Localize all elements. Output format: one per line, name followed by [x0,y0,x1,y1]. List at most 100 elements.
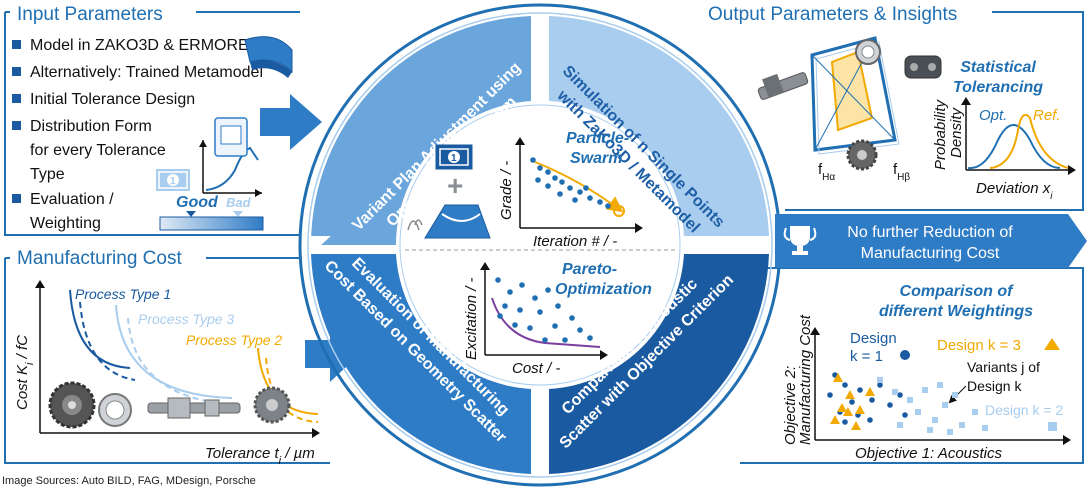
input-panel-title: Input Parameters [17,4,163,25]
process-type-2-label: Process Type 2 [186,332,282,348]
cost-banner: No further Reduction of Manufacturing Co… [775,214,1087,268]
design1-dot [849,399,855,405]
swarm-dot [572,197,578,203]
pareto-dot [555,303,561,309]
prob-label-2: Density [948,106,965,158]
pareto-dot [532,295,538,301]
banner-line2: Manufacturing Cost [861,245,1000,262]
design3-dot [851,421,861,430]
swarm-dot [587,195,593,201]
design1-dot [867,417,873,423]
bullet-icon [12,194,21,203]
good-label: Good [176,194,219,211]
distribution-plot [199,117,262,197]
excitation-axis-label: Excitation / - [463,277,480,360]
banner-line1: No further Reduction of [847,224,1013,241]
design2-dot [942,402,948,408]
process-type-1-label: Process Type 1 [75,286,171,302]
plus-icon: + [447,170,463,201]
design1-dot [827,392,833,398]
pareto-dot [502,303,508,309]
pareto-chart: Excitation / - Cost / - Pareto- Optimiza… [463,261,652,377]
pareto-dot [519,282,525,288]
gear-icon [48,381,96,429]
particle-swarm-title: Particle- [566,130,629,147]
design2-dot [915,409,921,415]
design3-marker [1044,338,1060,350]
weighting-title-1: Comparison of [900,283,1015,300]
housing-icon [904,55,942,79]
svg-text:1: 1 [170,176,176,187]
pareto-dot [587,335,593,341]
design1-dot [877,382,883,388]
stat-tolerancing-title: Statistical [960,59,1036,76]
particle-swarm-title-2: Swarm [570,150,622,167]
list-item: Evaluation / [30,191,114,208]
design2-dot [947,429,953,435]
iteration-axis-label: Iteration # / - [533,233,617,250]
swarm-dot [530,157,536,163]
swarm-dot [535,177,541,183]
pareto-dot [552,323,558,329]
objective1-label: Objective 1: Acoustics [855,445,1003,462]
model-thumbnail-icon [244,36,293,78]
swarm-dot [545,169,551,175]
output-panel-title: Output Parameters & Insights [708,4,957,25]
design3-label: Design k = 3 [937,337,1021,354]
design3-dot [845,390,855,399]
pareto-dot [507,289,513,295]
design2-dot [982,425,988,431]
design3-dot [837,403,847,412]
arrow-input-to-ring [260,94,322,150]
bearing-icon [98,393,132,427]
design2-dot [932,417,938,423]
design1-dot [857,387,863,393]
objective2-label-2: Manufacturing Cost [797,314,814,445]
swarm-dot [597,199,603,205]
swarm-dot [545,183,551,189]
bad-label: Bad [226,195,252,210]
trophy-icon [783,226,817,255]
design1-dot [887,402,893,408]
particle-swarm-chart: Grade / - Iteration # / - Particle- Swar… [498,130,643,250]
ring-segment-variant-plan [310,16,531,245]
pareto-dots [495,277,593,343]
list-item: Weighting [30,215,101,232]
swarm-dot [567,185,573,191]
bullet-icon [12,121,21,130]
design1-dot [842,419,848,425]
cost-panel-title: Manufacturing Cost [17,248,182,269]
money-icon: 1 [154,167,192,193]
design1-label-1: Design [850,330,897,347]
bearing-icon [855,39,881,65]
design2-marker [1048,422,1057,431]
shaft-icon [147,397,241,419]
design2-dot [897,422,903,428]
ref-label: Ref. [1033,107,1061,124]
list-item: Initial Tolerance Design [30,91,195,108]
variants-label-2: Design k [967,378,1022,394]
design1-label-2: k = 1 [850,348,883,365]
design2-dot [892,389,898,395]
design3-dot [843,407,853,416]
swarm-dot [552,175,558,181]
gear-housing-icon [253,386,291,424]
fha-label: fHα [818,161,835,183]
design2-dot [937,382,943,388]
design1-dot [902,412,908,418]
swarm-dot [537,165,543,171]
design3-dot [855,405,865,414]
pareto-dot [542,337,548,343]
pareto-dot [545,287,551,293]
bullet-icon [12,94,21,103]
swarm-dot [583,185,589,191]
input-list: Model in ZAKO3D & ERMORE Alternatively: … [12,37,263,232]
radar-chart: fHα fHβ [810,36,910,183]
deviation-label: Deviation xi [976,180,1053,202]
ring-segment-simulation [549,16,769,236]
pareto-dot [495,277,501,283]
swarm-dots [530,157,611,209]
gear-icon [846,139,878,171]
swarm-dot [577,189,583,195]
opt-label: Opt. [979,107,1007,124]
